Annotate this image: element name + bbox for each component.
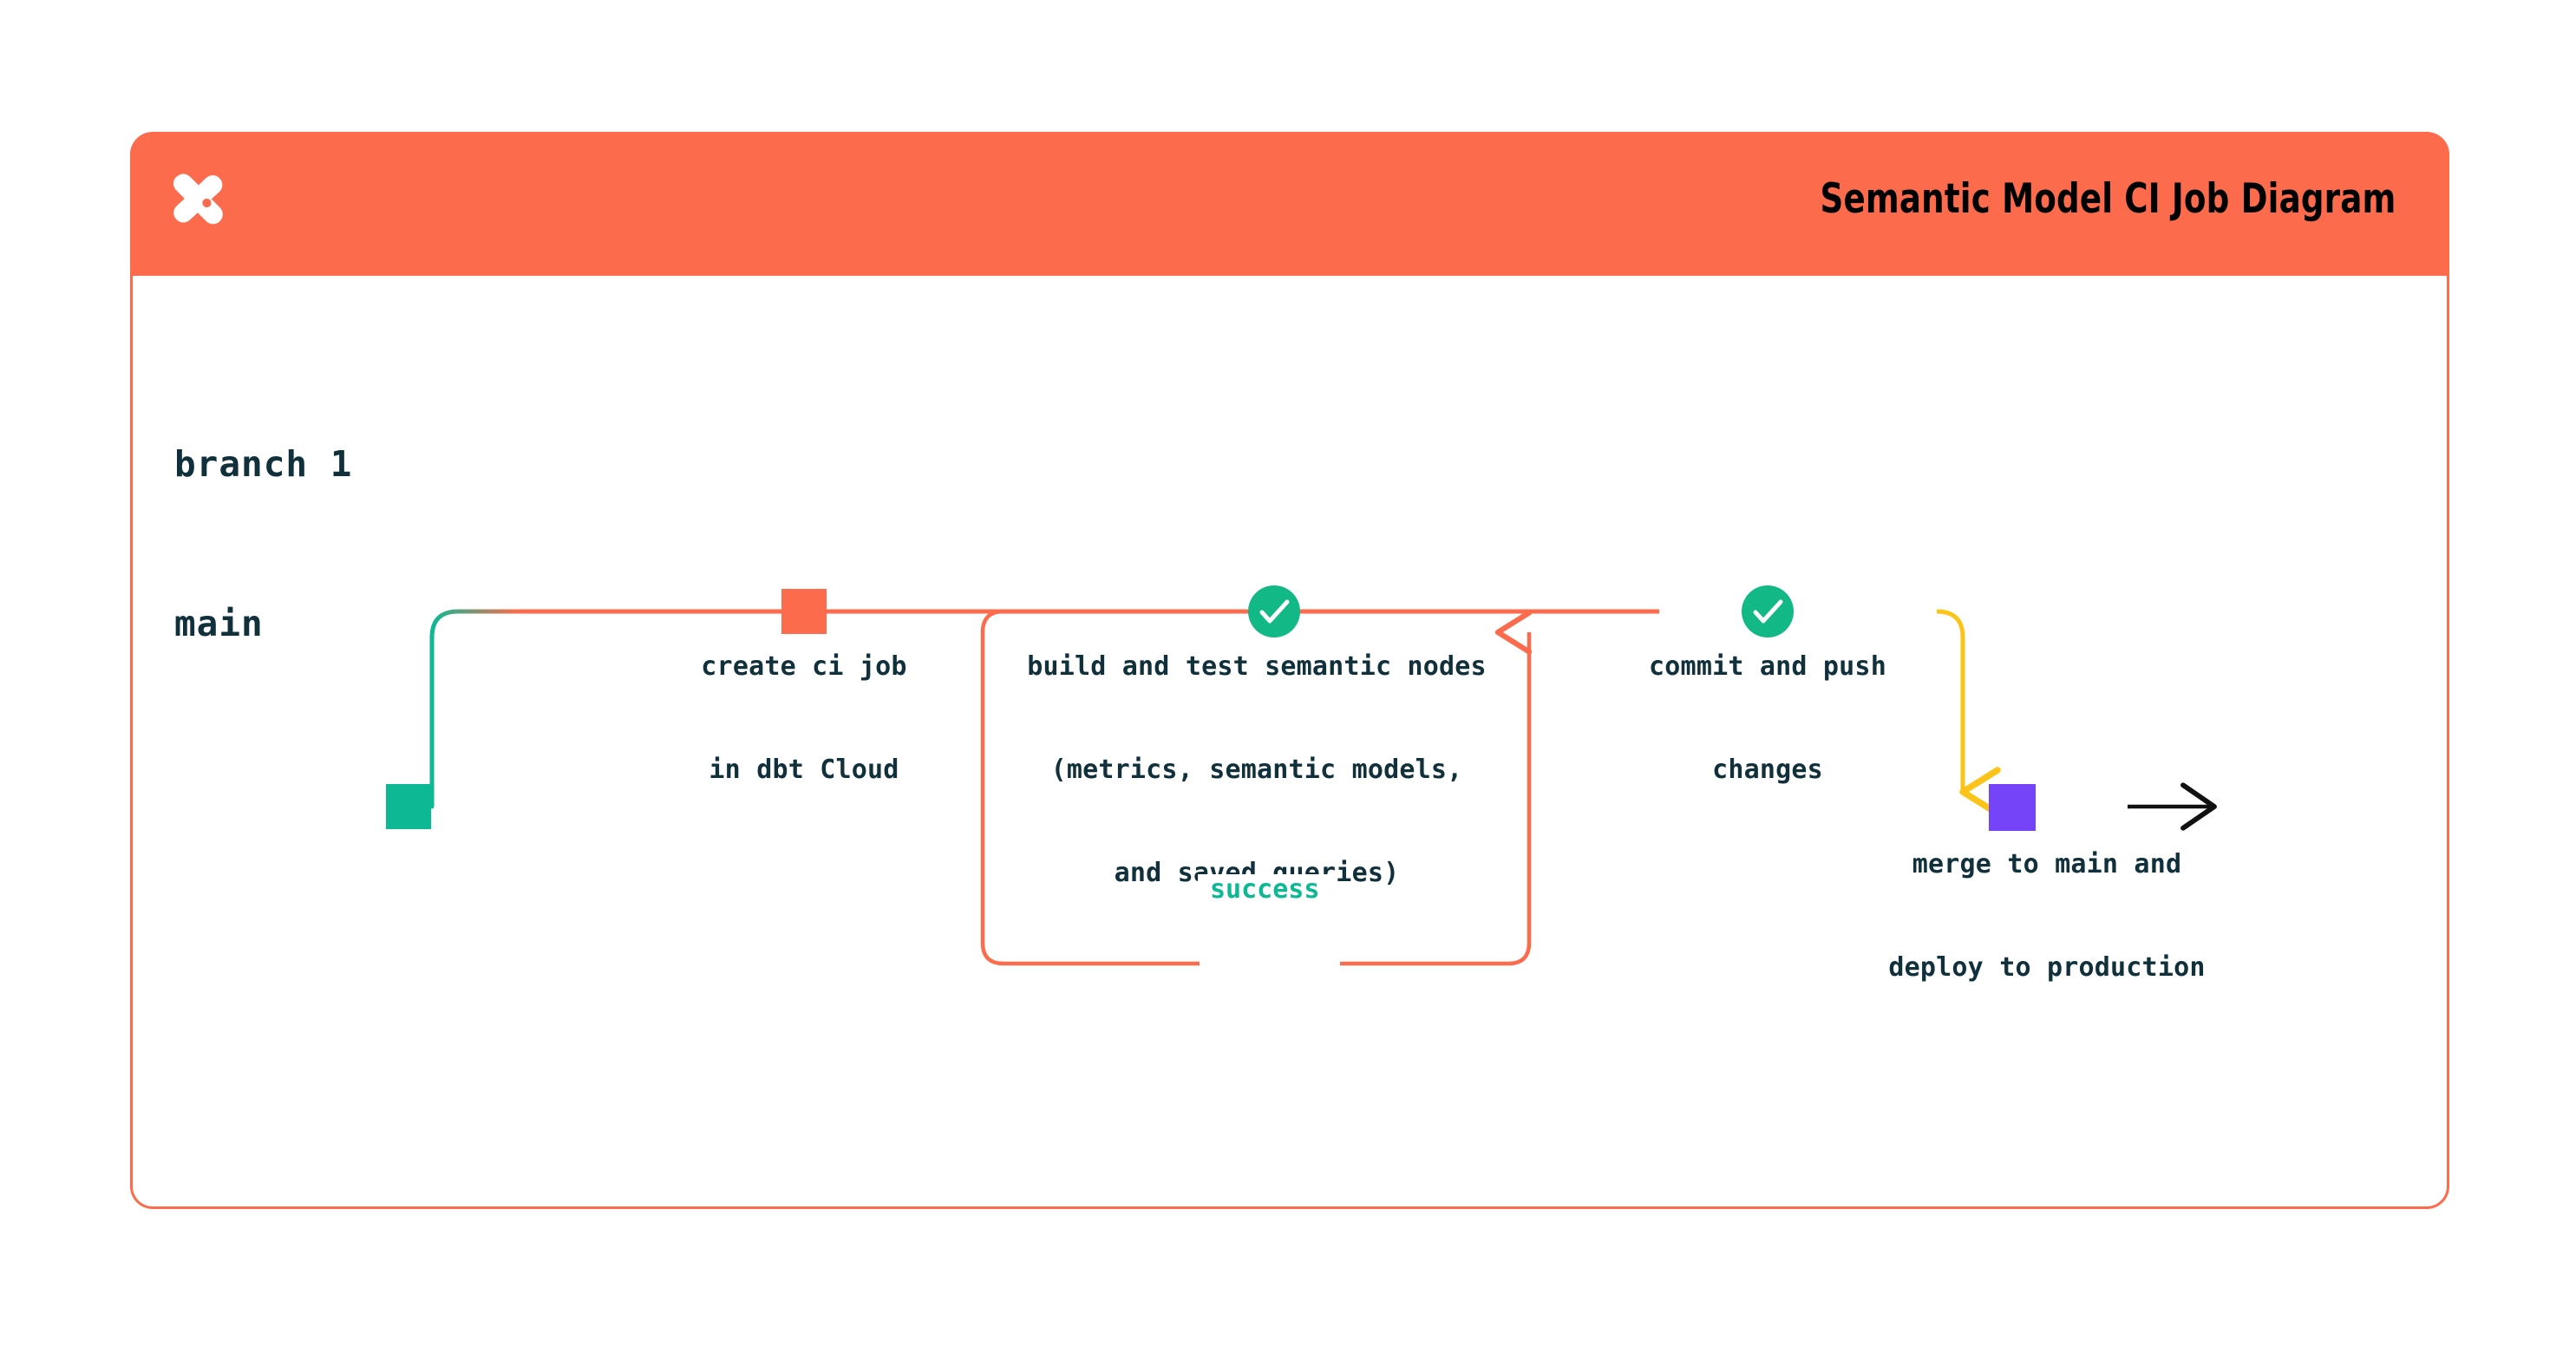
- lane-label-main: main: [174, 603, 264, 644]
- node-label-create-ci-job: create ci job in dbt Cloud: [648, 581, 960, 856]
- node-label-line: in dbt Cloud: [709, 754, 899, 785]
- node-label-line: deploy to production: [1888, 951, 2206, 983]
- lane-label-branch-1: branch 1: [174, 443, 353, 485]
- node-label-commit-and-push: commit and push changes: [1542, 581, 1993, 856]
- node-main-start[interactable]: [386, 784, 431, 829]
- diagram-card: Semantic Model CI Job Diagram: [130, 132, 2449, 1209]
- node-label-line: build and test semantic nodes: [1027, 651, 1487, 683]
- node-label-merge-to-main: merge to main and deploy to production: [1778, 779, 2316, 1054]
- card-header: Semantic Model CI Job Diagram: [130, 132, 2449, 278]
- node-label-build-and-test: build and test semantic nodes (metrics, …: [988, 581, 1526, 959]
- node-label-line: (metrics, semantic models,: [1050, 754, 1463, 785]
- node-label-line: merge to main and: [1912, 849, 2182, 880]
- loop-label-success: success: [1198, 874, 1332, 905]
- node-label-line: commit and push: [1649, 651, 1886, 683]
- screenshot-root: Semantic Model CI Job Diagram: [130, 132, 2449, 1209]
- dbt-logo: [165, 163, 248, 246]
- card-body: branch 1 main create ci job in dbt Cloud…: [130, 276, 2449, 1209]
- node-label-line: create ci job: [701, 651, 907, 683]
- node-label-line: changes: [1712, 754, 1823, 785]
- card-title: Semantic Model CI Job Diagram: [1820, 175, 2396, 223]
